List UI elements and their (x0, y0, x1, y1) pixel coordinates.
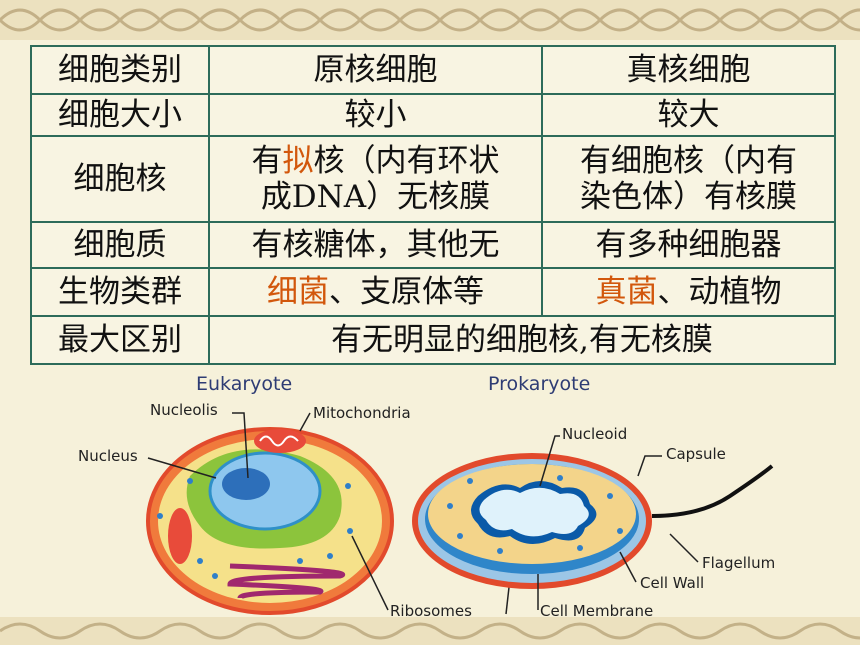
label-ribosomes: Ribosomes (390, 602, 472, 618)
table-row: 细胞大小 较小 较大 (30, 93, 836, 137)
label-nucleolis: Nucleolis (150, 401, 218, 419)
label-mitochondria: Mitochondria (313, 404, 411, 422)
mitochondria-shape (254, 429, 306, 453)
prokaryote-cell-illustration (412, 453, 774, 589)
eukaryote-title: Eukaryote (196, 373, 292, 395)
eukaryote-cell: 真菌、动植物 (541, 267, 836, 317)
text-part: 、支原体等 (329, 274, 484, 310)
decorative-border-bottom (0, 617, 860, 645)
highlighted-text: 细菌 (267, 274, 329, 310)
cell-line: 有细胞核（内有 (580, 143, 797, 179)
row-label: 细胞核 (30, 135, 210, 223)
eukaryote-cell: 有细胞核（内有 染色体）有核膜 (541, 135, 836, 223)
row-label: 细胞质 (30, 221, 210, 269)
eukaryote-cell: 有多种细胞器 (541, 221, 836, 269)
label-cell-membrane: Cell Membrane (540, 602, 653, 618)
text-part: 有 (251, 143, 283, 179)
prokaryote-title: Prokaryote (488, 373, 590, 395)
label-cell-wall: Cell Wall (640, 574, 704, 592)
table-row: 生物类群 细菌、支原体等 真菌、动植物 (30, 267, 836, 317)
prokaryote-cell: 有拟核（内有环状 成DNA）无核膜 (208, 135, 543, 223)
table-row: 细胞核 有拟核（内有环状 成DNA）无核膜 有细胞核（内有 染色体）有核膜 (30, 135, 836, 223)
prokaryote-cell: 细菌、支原体等 (208, 267, 543, 317)
row-label: 细胞大小 (30, 93, 210, 137)
label-flagellum: Flagellum (702, 554, 775, 572)
cell-line: 有拟核（内有环状 (214, 143, 537, 179)
decorative-border-top (0, 0, 860, 40)
eukaryote-cell-illustration (146, 427, 394, 615)
table-row: 细胞类别 原核细胞 真核细胞 (30, 45, 836, 95)
text-part: 核（内有环状 (313, 143, 500, 179)
table-row: 细胞质 有核糖体，其他无 有多种细胞器 (30, 221, 836, 269)
cell-line: 成DNA）无核膜 (260, 179, 491, 215)
highlighted-text: 拟 (282, 143, 314, 179)
row-label: 生物类群 (30, 267, 210, 317)
label-capsule: Capsule (666, 445, 726, 463)
table-row: 最大区别 有无明显的细胞核,有无核膜 (30, 315, 836, 365)
eukaryote-cell: 真核细胞 (541, 45, 836, 95)
prokaryote-cell: 较小 (208, 93, 543, 137)
label-nucleoid: Nucleoid (562, 425, 627, 443)
merged-cell: 有无明显的细胞核,有无核膜 (208, 315, 836, 365)
highlighted-text: 真菌 (595, 274, 658, 310)
cell-diagram: Eukaryote Nucleolis Mitochondria Nucleus… (78, 373, 775, 618)
cell-line: 染色体）有核膜 (580, 179, 797, 215)
text-part: 、动植物 (657, 274, 782, 310)
comparison-table: 细胞类别 原核细胞 真核细胞 细胞大小 较小 较大 细胞核 有拟核（内有环状 成… (30, 45, 836, 365)
row-label: 细胞类别 (30, 45, 210, 95)
row-label: 最大区别 (30, 315, 210, 365)
eukaryote-cell: 较大 (541, 93, 836, 137)
prokaryote-cell: 原核细胞 (208, 45, 543, 95)
label-nucleus: Nucleus (78, 447, 138, 465)
prokaryote-cell: 有核糖体，其他无 (208, 221, 543, 269)
